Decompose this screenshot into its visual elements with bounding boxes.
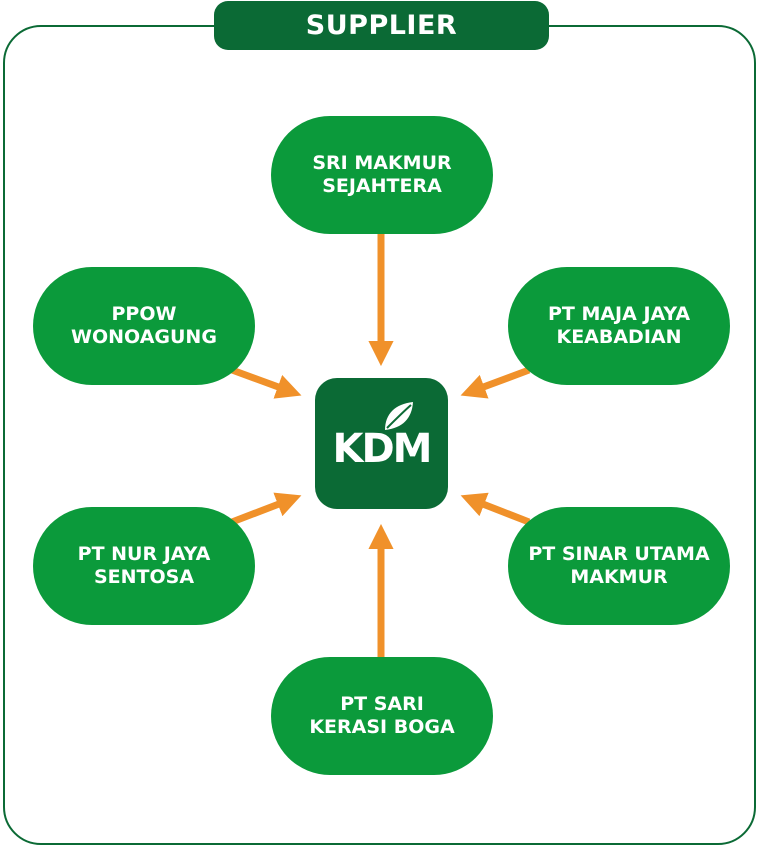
- leaf-icon: [385, 402, 413, 430]
- supplier-label: PT SARI KERASI BOGA: [309, 693, 455, 738]
- supplier-node-upper-left: PPOW WONOAGUNG: [33, 267, 255, 385]
- kdm-logo: KDM: [315, 378, 448, 509]
- supplier-label: SRI MAKMUR SEJAHTERA: [312, 152, 452, 197]
- supplier-node-top: SRI MAKMUR SEJAHTERA: [271, 116, 493, 234]
- arrow-lower-right: [460, 492, 531, 526]
- diagram-title: SUPPLIER: [305, 10, 458, 41]
- supplier-label: PT MAJA JAYA KEABADIAN: [547, 303, 691, 348]
- supplier-node-bottom: PT SARI KERASI BOGA: [271, 657, 493, 775]
- supplier-node-lower-left: PT NUR JAYA SENTOSA: [33, 507, 255, 625]
- arrow-lower-left: [230, 492, 302, 526]
- supplier-label: PPOW WONOAGUNG: [71, 303, 217, 348]
- supplier-node-upper-right: PT MAJA JAYA KEABADIAN: [508, 267, 730, 385]
- arrow-upper-right: [460, 366, 531, 399]
- supplier-node-lower-right: PT SINAR UTAMA MAKMUR: [508, 507, 730, 625]
- supplier-label: PT NUR JAYA SENTOSA: [77, 543, 211, 588]
- supplier-label: PT SINAR UTAMA MAKMUR: [528, 543, 710, 588]
- arrow-upper-left: [230, 366, 302, 399]
- title-tab: SUPPLIER: [214, 1, 549, 50]
- logo-text: KDM: [332, 426, 432, 472]
